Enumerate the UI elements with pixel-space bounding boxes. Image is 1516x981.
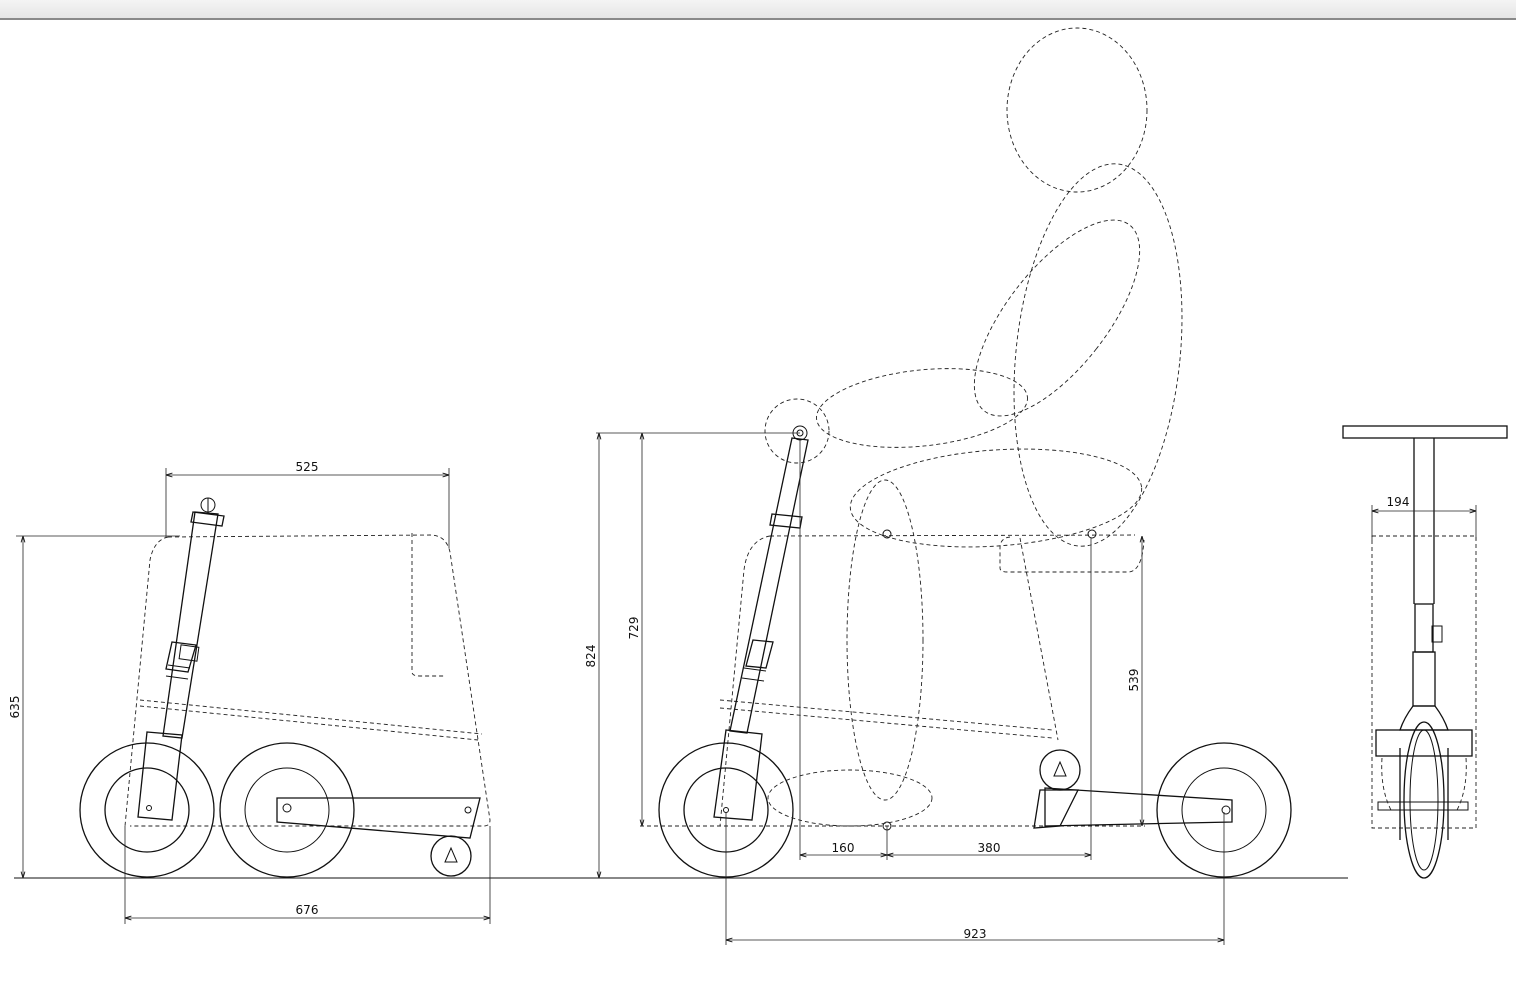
dim-label-525: 525 bbox=[296, 460, 319, 474]
dimension-729: 729 bbox=[627, 433, 642, 826]
dimension-525: 525 bbox=[165, 460, 450, 548]
dimension-635: 635 bbox=[8, 535, 180, 878]
dimension-160-380: 160 380 bbox=[799, 440, 1092, 860]
dim-label-194: 194 bbox=[1387, 495, 1410, 509]
dimension-539: 539 bbox=[1127, 536, 1142, 826]
rider-outline bbox=[764, 27, 1183, 827]
riding-scooter-view bbox=[640, 425, 1292, 878]
dimension-676: 676 bbox=[124, 826, 491, 924]
dim-label-676: 676 bbox=[296, 903, 319, 917]
dim-label-635: 635 bbox=[8, 696, 22, 719]
folded-scooter-view bbox=[79, 497, 491, 878]
front-scooter-view bbox=[1342, 425, 1508, 879]
dimension-824: 824 bbox=[584, 432, 800, 878]
dim-label-380: 380 bbox=[978, 841, 1001, 855]
dim-label-160: 160 bbox=[832, 841, 855, 855]
dim-label-824: 824 bbox=[584, 645, 598, 668]
dim-label-923: 923 bbox=[964, 927, 987, 941]
dim-label-539: 539 bbox=[1127, 669, 1141, 692]
dimension-923: 923 bbox=[725, 812, 1225, 945]
dim-label-729: 729 bbox=[627, 617, 641, 640]
dimension-194: 194 bbox=[1371, 495, 1477, 540]
window-title-bar bbox=[0, 0, 1516, 20]
